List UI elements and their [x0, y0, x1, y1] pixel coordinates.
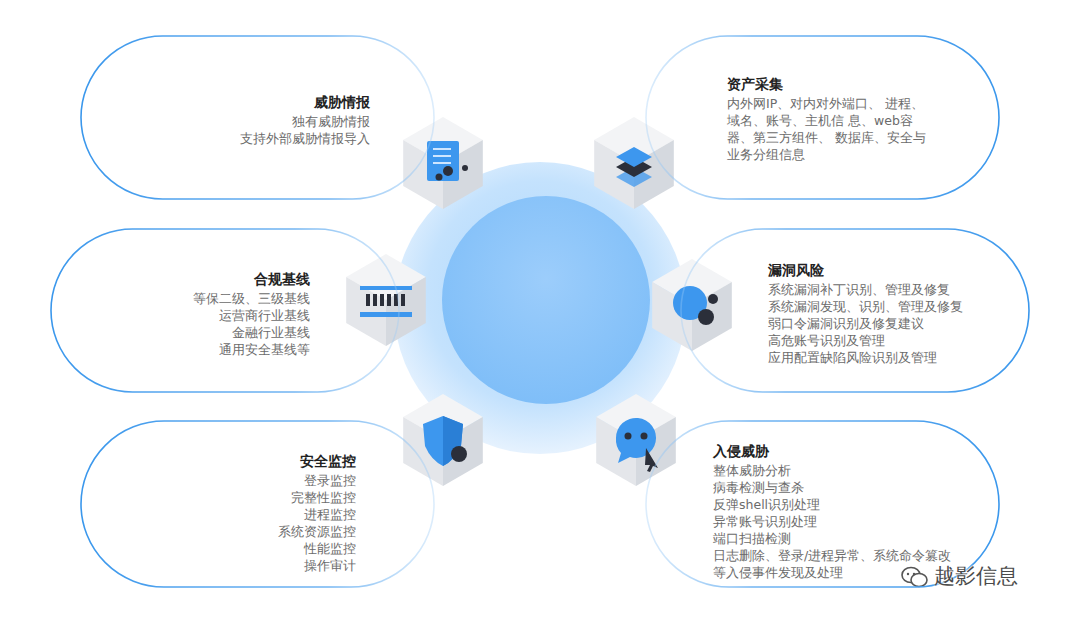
icon-cubes — [346, 117, 732, 486]
feature-heading: 安全监控 — [278, 452, 356, 471]
feature-item: 日志删除、登录/进程异常、系统命令篡改 等入侵事件发现及处理 — [713, 547, 963, 581]
feature-pill: 漏洞风险系统漏洞补丁识别、管理及修复系统漏洞发现、识别、管理及修复弱口令漏洞识别… — [680, 228, 1030, 393]
feature-pill: 威胁情报独有威胁情报支持外部威胁情报导入 — [80, 35, 435, 200]
feature-pill: 入侵威胁整体威胁分析病毒检测与查杀反弹shell识别处理异常账号识别处理端口扫描… — [645, 420, 1000, 588]
feature-item: 异常账号识别处理 — [713, 513, 963, 530]
cube-icon — [427, 141, 468, 181]
cube-icon — [673, 286, 718, 325]
feature-item: 支持外部威胁情报导入 — [240, 130, 370, 147]
feature-item: 独有威胁情报 — [240, 113, 370, 130]
feature-item: 病毒检测与查杀 — [713, 479, 963, 496]
feature-heading: 入侵威胁 — [713, 442, 963, 461]
feature-item: 登录监控 — [278, 472, 356, 489]
pill-border — [646, 36, 999, 199]
feature-pill: 合规基线等保二级、三级基线运营商行业基线金融行业基线通用安全基线等 — [50, 228, 400, 393]
text-block: 资产采集内外网IP、对内对外端口、 进程、域名、账号、主机信 息、web容器、第… — [727, 75, 927, 163]
feature-item: 进程监控 — [278, 506, 356, 523]
pill-border — [81, 421, 434, 587]
feature-item: 应用配置缺陷风险识别及管理 — [768, 349, 963, 366]
feature-heading: 威胁情报 — [240, 93, 370, 112]
cube-right — [443, 417, 483, 486]
feature-heading: 合规基线 — [193, 270, 310, 289]
feature-item: 端口扫描检测 — [713, 530, 963, 547]
feature-item: 系统资源监控 — [278, 523, 356, 540]
pill-border — [51, 229, 399, 392]
text-block: 入侵威胁整体威胁分析病毒检测与查杀反弹shell识别处理异常账号识别处理端口扫描… — [713, 442, 963, 581]
icon-cube — [403, 117, 483, 209]
pill-outline — [80, 35, 435, 200]
text-block: 合规基线等保二级、三级基线运营商行业基线金融行业基线通用安全基线等 — [193, 270, 310, 358]
cube-icon — [616, 147, 652, 187]
pill-outline — [80, 420, 435, 588]
pill-border — [681, 229, 1029, 392]
feature-item: 反弹shell识别处理 — [713, 496, 963, 513]
icon-cube — [403, 394, 483, 486]
feature-item: 高危账号识别及管理 — [768, 332, 963, 349]
inner-circle — [442, 196, 650, 404]
feature-item: 运营商行业基线 — [193, 307, 310, 324]
feature-heading: 漏洞风险 — [768, 261, 963, 280]
watermark: 越影信息 — [934, 562, 1018, 590]
cube-icon — [360, 286, 412, 317]
text-block: 安全监控登录监控完整性监控进程监控系统资源监控性能监控操作审计 — [278, 452, 356, 574]
feature-item: 系统漏洞发现、识别、管理及修复 — [768, 298, 963, 315]
pill-border — [81, 36, 434, 199]
feature-item: 性能监控 — [278, 540, 356, 557]
icon-cube — [652, 259, 732, 351]
feature-item: 通用安全基线等 — [193, 341, 310, 358]
feature-item: 完整性监控 — [278, 489, 356, 506]
feature-item: 等保二级、三级基线 — [193, 290, 310, 307]
feature-item: 操作审计 — [278, 557, 356, 574]
feature-item: 内外网IP、对内对外端口、 进程、域名、账号、主机信 息、web容器、第三方组件… — [727, 95, 927, 163]
pill-border — [646, 421, 999, 587]
text-block: 威胁情报独有威胁情报支持外部威胁情报导入 — [240, 93, 370, 147]
icon-cube — [594, 117, 674, 209]
cube-icon — [616, 418, 658, 472]
feature-pill: 资产采集内外网IP、对内对外端口、 进程、域名、账号、主机信 息、web容器、第… — [645, 35, 1000, 200]
feature-item: 系统漏洞补丁识别、管理及修复 — [768, 281, 963, 298]
cube-icon — [423, 416, 467, 466]
feature-item: 整体威胁分析 — [713, 462, 963, 479]
feature-item: 弱口令漏洞识别及修复建议 — [768, 315, 963, 332]
icon-cube — [596, 394, 676, 486]
text-block: 漏洞风险系统漏洞补丁识别、管理及修复系统漏洞发现、识别、管理及修复弱口令漏洞识别… — [768, 261, 963, 366]
feature-item: 金融行业基线 — [193, 324, 310, 341]
feature-pill: 安全监控登录监控完整性监控进程监控系统资源监控性能监控操作审计 — [80, 420, 435, 588]
feature-heading: 资产采集 — [727, 75, 927, 94]
